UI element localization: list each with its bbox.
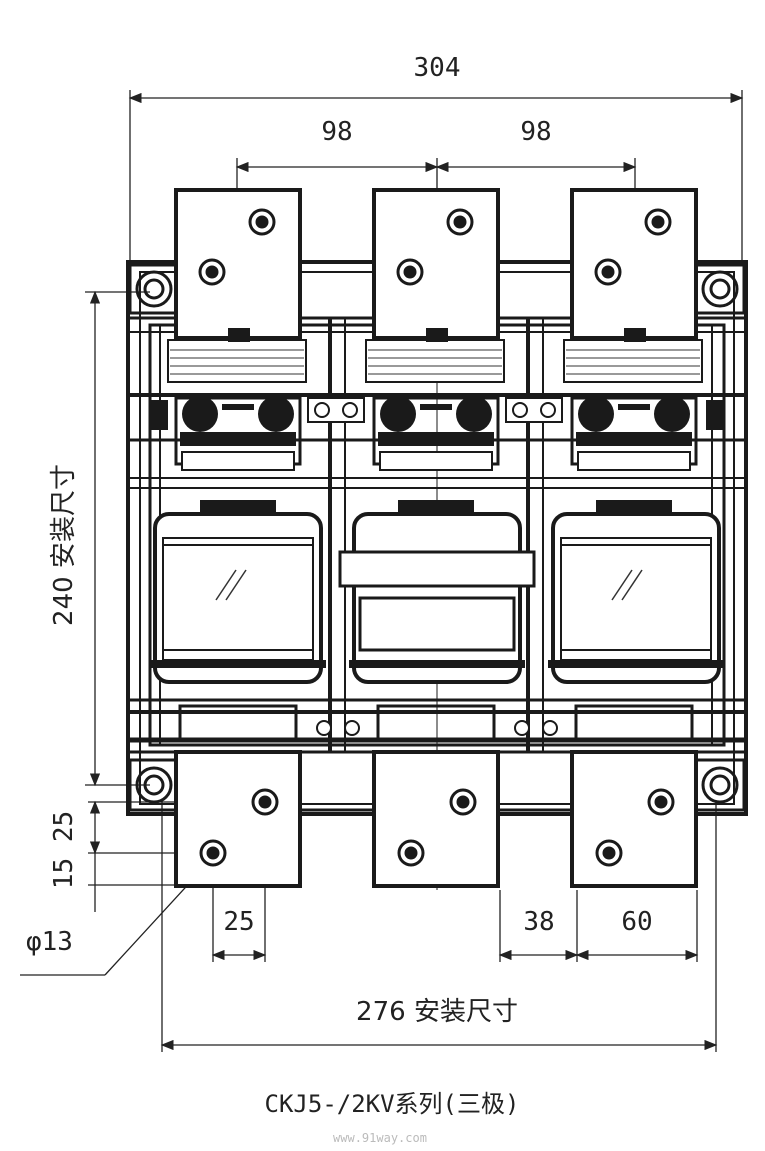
- interpole-screws: [307, 397, 563, 423]
- dim-overall-width: 304: [414, 53, 461, 83]
- upper-terminal-holes: [198, 208, 672, 286]
- dim-terminal-hole-offset: 25: [223, 907, 254, 937]
- lower-terminals: [174, 750, 698, 888]
- dim-hole-diameter: φ13: [26, 927, 73, 957]
- dim-mounting-height: 240 安装尺寸: [49, 464, 79, 626]
- dim-pitch-left: 98: [321, 117, 352, 147]
- center-interrupter-band: [338, 550, 536, 652]
- lower-terminal-holes: [199, 788, 675, 867]
- contact-nubs: [228, 328, 646, 342]
- insulator-hatching: [170, 349, 700, 375]
- lower-mechanism: [178, 704, 694, 742]
- dim-pitch-right: 98: [520, 117, 551, 147]
- glass-marks: [215, 569, 643, 601]
- contact-mechanism-dark: [150, 396, 724, 446]
- dim-mounting-width: 276 安装尺寸: [356, 997, 518, 1027]
- drawing-caption: CKJ5-/2KV系列(三极): [265, 1090, 520, 1118]
- insulator-plates: [167, 339, 703, 383]
- dim-terminal-width: 60: [621, 907, 652, 937]
- mechanism-rails: [181, 451, 691, 471]
- watermark: www.91way.com: [333, 1131, 427, 1145]
- dim-terminal-gap: 38: [523, 907, 554, 937]
- lower-screws: [316, 720, 558, 736]
- dim-terminal-offsets: 15 25: [49, 811, 79, 889]
- interrupter-caps: [150, 500, 724, 668]
- upper-terminals: [174, 188, 698, 340]
